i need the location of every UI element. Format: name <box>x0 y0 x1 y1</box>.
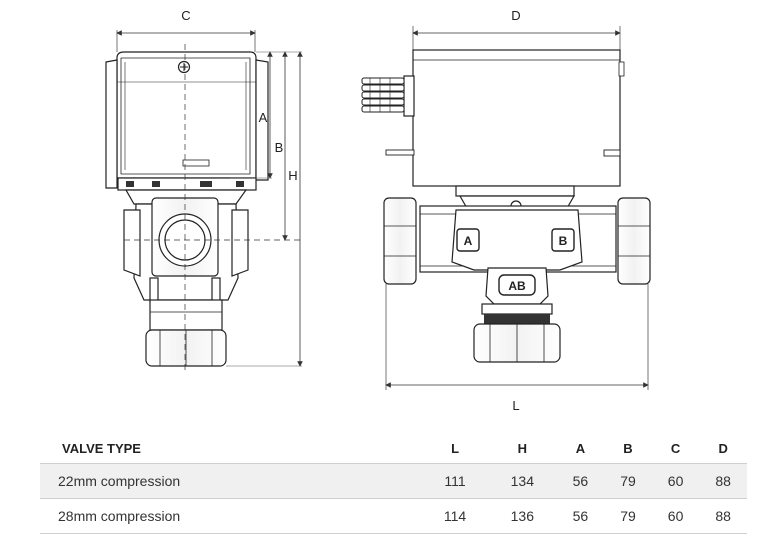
cell-d: 88 <box>715 473 731 489</box>
cell-l: 111 <box>444 473 466 489</box>
side-view <box>105 30 303 372</box>
label-d: D <box>511 8 520 23</box>
cell-l: 114 <box>443 508 467 524</box>
header-d: D <box>718 441 728 456</box>
port-label-ab: AB <box>508 279 526 293</box>
label-h: H <box>288 168 297 183</box>
header-l: L <box>451 441 460 456</box>
dimensions-table: VALVE TYPE L H A B C D 22mm compression … <box>40 434 747 534</box>
cell-c: 60 <box>667 473 684 489</box>
header-h: H <box>517 441 527 456</box>
table-row: 22mm compression 111 134 56 79 60 88 <box>40 463 747 499</box>
header-valve-type: VALVE TYPE <box>62 441 141 456</box>
label-b: B <box>275 140 284 155</box>
port-label-b: B <box>559 234 568 248</box>
cell-a: 56 <box>572 473 589 489</box>
cell-b: 79 <box>620 508 636 524</box>
port-label-a: A <box>464 234 473 248</box>
table-header-row: VALVE TYPE L H A B C D <box>40 434 747 464</box>
cell-valve-type: 22mm compression <box>58 473 181 489</box>
cell-a: 56 <box>572 508 589 524</box>
cell-c: 60 <box>667 508 684 524</box>
cell-d: 88 <box>715 508 731 524</box>
cell-h: 134 <box>510 473 534 489</box>
header-a: A <box>575 441 586 456</box>
label-a: A <box>259 110 268 125</box>
cell-b: 79 <box>620 473 636 489</box>
header-b: B <box>623 441 633 456</box>
cell-valve-type: 28mm compression <box>58 508 181 524</box>
cell-h: 136 <box>510 508 534 524</box>
label-c: C <box>181 8 190 23</box>
front-view <box>361 26 651 390</box>
table-row: 28mm compression 114 136 56 79 60 88 <box>40 498 747 534</box>
label-l: L <box>512 398 519 413</box>
valve-technical-drawing: C A B H <box>105 8 651 413</box>
header-c: C <box>670 441 681 456</box>
